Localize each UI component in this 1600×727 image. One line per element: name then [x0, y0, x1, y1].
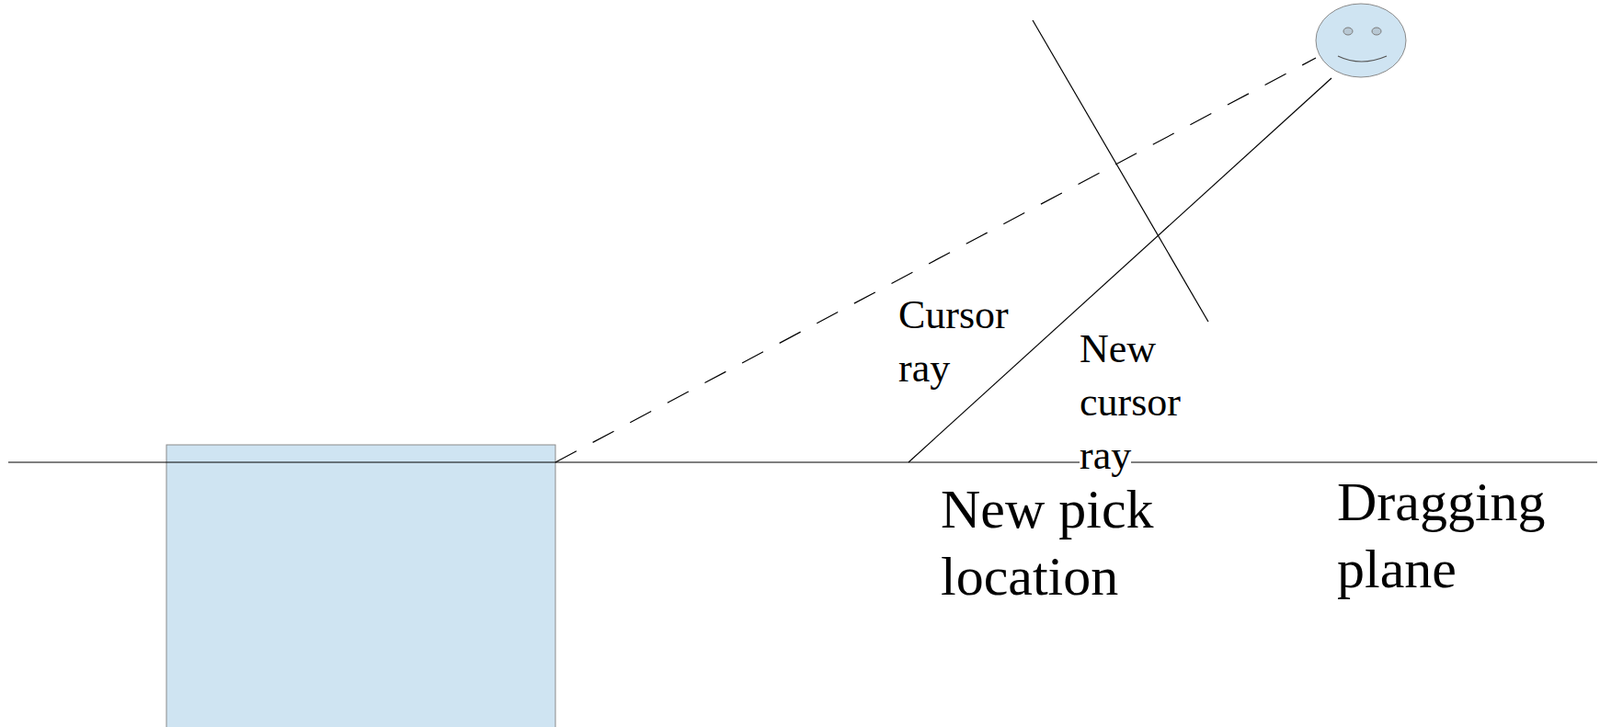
ray-label: Cursor ray	[898, 288, 1037, 396]
smiley-eye	[1371, 27, 1382, 35]
smiley-eye	[1343, 27, 1353, 35]
ray-label: New cursor ray	[1079, 322, 1209, 483]
label-text: Dragging plane	[1337, 471, 1546, 600]
image-plane-line	[1032, 20, 1209, 322]
cursor-ray-line	[555, 57, 1316, 463]
label-text: New cursor ray	[1079, 326, 1181, 479]
point-label: New pick location	[940, 476, 1199, 611]
picked-box	[166, 445, 556, 727]
smiley-mouth	[1337, 56, 1387, 62]
smiley-viewer	[1315, 3, 1406, 78]
label-text: Cursor ray	[898, 292, 1009, 391]
plane-label: Dragging plane	[1337, 468, 1588, 604]
label-text: New pick location	[940, 479, 1155, 607]
smiley-face	[1315, 3, 1406, 78]
dragging-plane-line	[8, 461, 1598, 463]
